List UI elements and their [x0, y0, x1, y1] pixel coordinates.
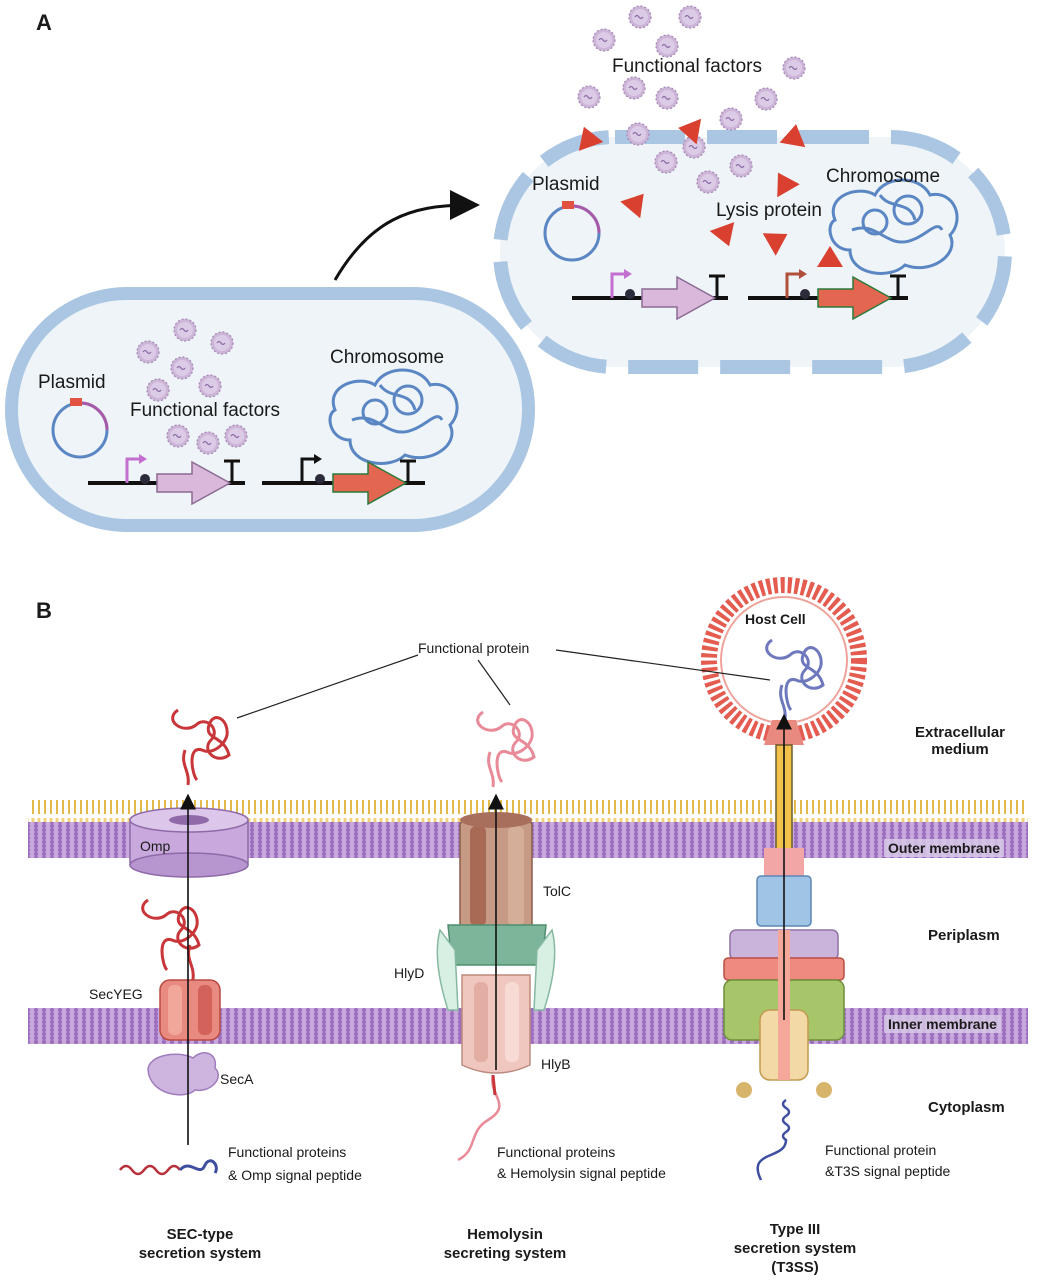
inner-membrane-label: Inner membrane: [884, 1015, 1001, 1033]
hly-substrate-label-line2: & Hemolysin signal peptide: [497, 1165, 666, 1181]
hly-title-line2: secreting system: [443, 1245, 567, 1262]
sec-protein-extracellular: [171, 708, 231, 786]
hlyb-label: HlyB: [541, 1056, 571, 1072]
secyeg-label: SecYEG: [89, 986, 143, 1002]
outer-membrane-label: Outer membrane: [884, 839, 1005, 857]
sec-title-line2: secretion system: [138, 1245, 262, 1262]
chromosome-label-lysed: Chromosome: [826, 166, 941, 187]
sec-substrate-label-line1: Functional proteins: [228, 1144, 347, 1160]
hly-substrate-label-line1: Functional proteins: [497, 1144, 616, 1160]
host-cell-label: Host Cell: [745, 611, 806, 627]
chromosome-icon-lysed: [828, 178, 959, 275]
t3ss-title-line3: (T3SS): [771, 1259, 819, 1276]
t3ss-title-line2: secretion system: [733, 1240, 857, 1257]
hlyd-label: HlyD: [394, 965, 425, 981]
t3ss-title-line1: Type III: [769, 1221, 821, 1238]
t3ss-substrate-label-line1: Functional protein: [825, 1142, 937, 1158]
seca-atpase: [147, 1052, 219, 1096]
sec-protein-periplasm: [141, 898, 201, 981]
sec-substrate-label-line2: & Omp signal peptide: [228, 1167, 362, 1183]
functional-protein-label: Functional protein: [418, 640, 530, 656]
sec-substrate: [119, 1164, 181, 1176]
hly-title-line1: Hemolysin: [467, 1226, 543, 1243]
cytoplasm-label: Cytoplasm: [928, 1099, 1005, 1116]
chromosome-label: Chromosome: [330, 347, 445, 368]
omp-barrel: [129, 807, 249, 878]
chromosome-icon: [328, 368, 459, 465]
functional-factors-label: Functional factors: [130, 400, 280, 421]
tolc-label: TolC: [543, 883, 572, 899]
hlyd-adaptor: [436, 924, 556, 1011]
functional-factors-label-lysed: Functional factors: [612, 56, 762, 77]
t3ss-substrate-label-line2: &T3S signal peptide: [825, 1163, 951, 1179]
lysis-protein-label: Lysis protein: [716, 200, 822, 221]
plasmid-label-lysed: Plasmid: [532, 174, 600, 195]
secyeg-channel: [159, 979, 221, 1041]
hly-protein-extracellular: [476, 710, 536, 788]
sec-title-line1: SEC-type: [166, 1226, 234, 1243]
plasmid-label: Plasmid: [38, 372, 106, 393]
periplasm-label: Periplasm: [928, 927, 1000, 944]
gene-circuit-lysis-lysed: [748, 269, 908, 321]
gene-circuit-plasmid-lysed: [572, 269, 728, 321]
gene-circuit-plasmid: [88, 454, 245, 506]
plasmid-icon-lysed: [543, 201, 601, 262]
sec-signal-peptide: [178, 1159, 218, 1174]
t3ss-substrate: [756, 1098, 791, 1181]
seca-label: SecA: [220, 1071, 254, 1087]
omp-label: Omp: [140, 838, 171, 854]
functional-protein-callout-lines: [236, 649, 771, 719]
lysis-transition-arrow: [333, 190, 480, 281]
gene-circuit-chromosome: [262, 454, 425, 506]
plasmid-icon: [51, 398, 109, 459]
extracellular-label: Extracellular medium: [914, 724, 1006, 758]
lysed-cell: [493, 130, 1012, 374]
hly-signal-peptide: [491, 1074, 497, 1096]
panel-label-b: B: [36, 598, 52, 623]
panel-label-a: A: [36, 10, 52, 35]
